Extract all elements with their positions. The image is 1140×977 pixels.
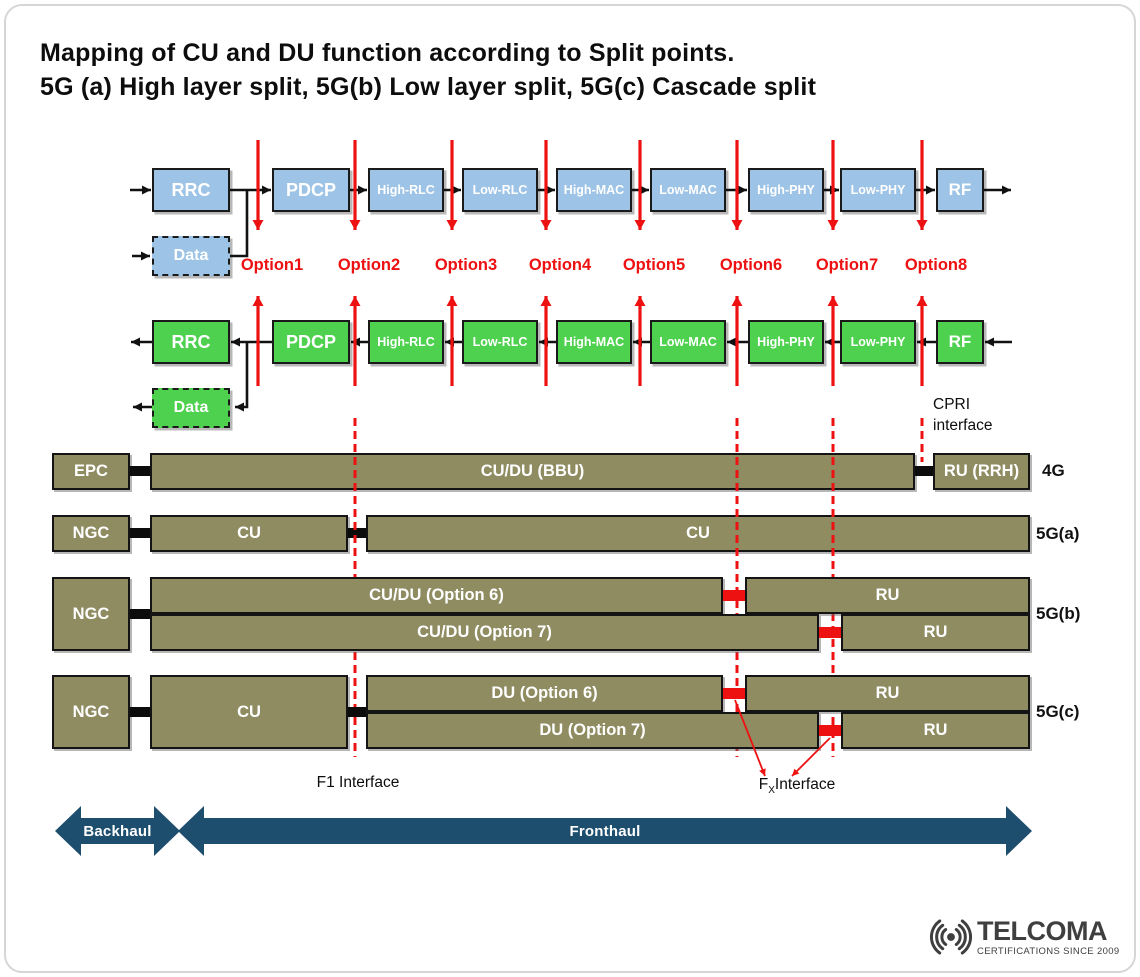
red-split-connector <box>819 627 841 638</box>
bar-4g-ru-rrh: RU (RRH) <box>933 453 1030 490</box>
chain-box-uplink-low-rlc: Low-RLC <box>462 320 538 364</box>
black-connector <box>130 707 150 717</box>
diagram-title: Mapping of CU and DU function according … <box>40 36 816 104</box>
option-label-2: Option2 <box>337 256 401 274</box>
chain-box-uplink-high-rlc: High-RLC <box>368 320 444 364</box>
ngc-box-5gb: NGC <box>52 577 130 651</box>
black-connector <box>130 466 150 476</box>
bar-5gc-ru-opt6: RU <box>745 675 1030 712</box>
chain-box-downlink-high-rlc: High-RLC <box>368 168 444 212</box>
epc-box: EPC <box>52 453 130 490</box>
chain-box-uplink-pdcp: PDCP <box>272 320 350 364</box>
red-split-connector <box>819 725 841 736</box>
black-connector <box>130 609 150 619</box>
bar-5gb-ru-opt6: RU <box>745 577 1030 614</box>
bar-5gb-ru-opt7: RU <box>841 614 1030 651</box>
option-label-7: Option7 <box>815 256 879 274</box>
bar-5gc-du-opt7: DU (Option 7) <box>366 712 819 749</box>
cpri-label-line2: interface <box>933 417 993 434</box>
ngc-box-5ga: NGC <box>52 515 130 552</box>
black-connector <box>915 466 933 476</box>
fx-label-prefix: F <box>758 776 769 793</box>
data-box-uplink: Data <box>152 388 230 428</box>
fx-interface-label: FXInterface <box>722 776 872 796</box>
signal-waves-icon <box>930 919 972 955</box>
chain-box-uplink-high-mac: High-MAC <box>556 320 632 364</box>
title-line-1: Mapping of CU and DU function according … <box>40 39 735 67</box>
logo-brand: TELCOMA <box>977 915 1107 946</box>
tier-label-5g-b: 5G(b) <box>1036 604 1081 623</box>
tier-label-5g-a: 5G(a) <box>1036 524 1080 543</box>
bar-5ga-cu-long: CU <box>366 515 1030 552</box>
cpri-interface-label: CPRI interface <box>933 394 992 436</box>
chain-box-downlink-rf: RF <box>936 168 984 212</box>
cpri-label-line1: CPRI <box>933 396 971 413</box>
fx-label-subscript: X <box>768 785 775 797</box>
data-box-downlink: Data <box>152 236 230 276</box>
chain-box-downlink-low-mac: Low-MAC <box>650 168 726 212</box>
fx-label-suffix: Interface <box>774 776 836 793</box>
bar-5gc-du-opt6: DU (Option 6) <box>366 675 723 712</box>
chain-box-downlink-low-phy: Low-PHY <box>840 168 916 212</box>
red-split-connector <box>723 590 745 601</box>
bar-4g-cudu-bbu: CU/DU (BBU) <box>150 453 915 490</box>
chain-box-downlink-low-rlc: Low-RLC <box>462 168 538 212</box>
option-label-6: Option6 <box>719 256 783 274</box>
option-label-5: Option5 <box>622 256 686 274</box>
option-label-4: Option4 <box>528 256 592 274</box>
tier-label-5g-c: 5G(c) <box>1036 702 1080 721</box>
chain-box-uplink-high-phy: High-PHY <box>748 320 824 364</box>
title-line-2: 5G (a) High layer split, 5G(b) Low layer… <box>40 73 817 101</box>
chain-box-downlink-high-mac: High-MAC <box>556 168 632 212</box>
bar-5gc-cu: CU <box>150 675 348 749</box>
logo-tagline: CERTIFICATIONS SINCE 2009 <box>977 945 1120 957</box>
chain-box-uplink-low-mac: Low-MAC <box>650 320 726 364</box>
chain-box-downlink-pdcp: PDCP <box>272 168 350 212</box>
black-connector <box>348 707 366 717</box>
f1-interface-label: F1 Interface <box>316 774 400 791</box>
black-connector <box>348 528 366 538</box>
fronthaul-label: Fronthaul <box>569 822 641 840</box>
tier-label-4g: 4G <box>1042 461 1065 480</box>
telcoma-logo: TELCOMA CERTIFICATIONS SINCE 2009 <box>928 914 1120 960</box>
chain-box-uplink-rf: RF <box>936 320 984 364</box>
bar-5gb-cudu-opt6: CU/DU (Option 6) <box>150 577 723 614</box>
bar-5gc-ru-opt7: RU <box>841 712 1030 749</box>
bar-5ga-cu: CU <box>150 515 348 552</box>
black-connector <box>130 528 150 538</box>
option-label-8: Option8 <box>904 256 968 274</box>
chain-box-downlink-high-phy: High-PHY <box>748 168 824 212</box>
chain-box-downlink-rrc: RRC <box>152 168 230 212</box>
chain-box-uplink-rrc: RRC <box>152 320 230 364</box>
bar-5gb-cudu-opt7: CU/DU (Option 7) <box>150 614 819 651</box>
chain-box-uplink-low-phy: Low-PHY <box>840 320 916 364</box>
red-split-connector <box>723 688 745 699</box>
option-label-1: Option1 <box>240 256 304 274</box>
ngc-box-5gc: NGC <box>52 675 130 749</box>
backhaul-label: Backhaul <box>83 822 152 840</box>
option-label-3: Option3 <box>434 256 498 274</box>
